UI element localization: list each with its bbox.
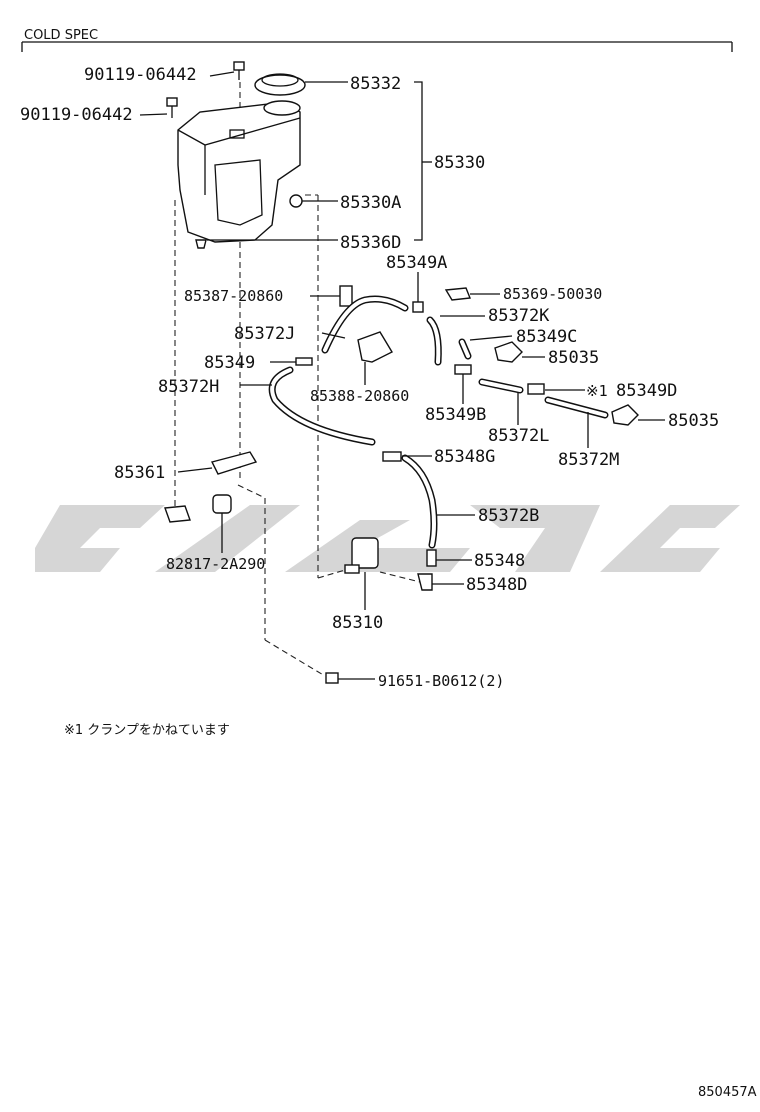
clip-icon <box>444 287 471 301</box>
label-85348g: 85348G <box>434 447 495 467</box>
label-85349b: 85349B <box>425 405 486 425</box>
label-85369: 85369-50030 <box>503 285 602 303</box>
label-85349d: 85349D <box>616 381 677 401</box>
spec-label: COLD SPEC <box>24 28 98 43</box>
label-85372j: 85372J <box>234 324 295 344</box>
elbow-joint-icon <box>417 573 433 591</box>
label-85348d: 85348D <box>466 575 527 595</box>
watermark-logo <box>35 505 740 572</box>
label-85349d-mark: ※1 <box>586 382 608 400</box>
label-90119-top: 90119-06442 <box>84 65 197 85</box>
joint-icon <box>382 451 402 462</box>
label-82817: 82817-2A290 <box>166 555 265 573</box>
hose-85372l <box>478 378 524 394</box>
hose-85372b <box>401 454 438 549</box>
label-85387: 85387-20860 <box>184 287 283 305</box>
washer-tank <box>177 100 301 243</box>
washer-pump-icon <box>344 537 379 574</box>
joint-icon <box>426 549 437 567</box>
hose-85372j <box>321 295 409 354</box>
joint-icon <box>295 357 313 366</box>
t-joint-icon <box>454 364 472 396</box>
grommet-icon <box>289 194 303 208</box>
label-85372k: 85372K <box>488 306 550 326</box>
label-91651: 91651-B0612(2) <box>378 672 504 690</box>
bolt-icon <box>233 61 245 80</box>
cushion-icon <box>212 494 232 514</box>
label-85372m: 85372M <box>558 450 619 470</box>
hose-85372k <box>426 316 442 366</box>
clamp-bracket <box>357 331 393 363</box>
label-85349: 85349 <box>204 353 255 373</box>
label-85372l: 85372L <box>488 426 549 446</box>
label-85310: 85310 <box>332 613 383 633</box>
hose-85372m <box>544 396 609 419</box>
label-90119-left: 90119-06442 <box>20 105 133 125</box>
grommet-icon <box>195 239 207 249</box>
figure-code: 850457A <box>698 1085 757 1100</box>
joint-icon <box>412 301 424 313</box>
clamp-icon <box>339 285 353 307</box>
label-85388: 85388-20860 <box>310 387 409 405</box>
label-85349a: 85349A <box>386 253 447 273</box>
leader-lines <box>139 71 665 680</box>
label-85348: 85348 <box>474 551 525 571</box>
header-frame <box>21 41 733 52</box>
washer-nozzle-icon <box>494 341 523 363</box>
bracket-85361 <box>210 451 258 475</box>
hose-85372h <box>268 366 376 446</box>
washer-nozzle-icon <box>611 404 639 426</box>
bolt-icon <box>166 97 178 118</box>
label-85336d: 85336D <box>340 233 401 253</box>
joint-icon <box>527 383 545 395</box>
tank-cap <box>254 73 306 96</box>
bracket-small <box>164 505 191 523</box>
label-85372h: 85372H <box>158 377 219 397</box>
dashed-guides <box>174 82 421 677</box>
label-85035-a: 85035 <box>548 348 599 368</box>
footnote: ※1 クランプをかねています <box>64 723 230 738</box>
label-85349c: 85349C <box>516 327 577 347</box>
label-85035-b: 85035 <box>668 411 719 431</box>
label-85361: 85361 <box>114 463 165 483</box>
label-85332: 85332 <box>350 74 401 94</box>
label-85330: 85330 <box>434 153 485 173</box>
label-85372b: 85372B <box>478 506 539 526</box>
hose-85349c <box>458 338 472 360</box>
bolt-icon <box>325 672 339 684</box>
label-85330a: 85330A <box>340 193 401 213</box>
